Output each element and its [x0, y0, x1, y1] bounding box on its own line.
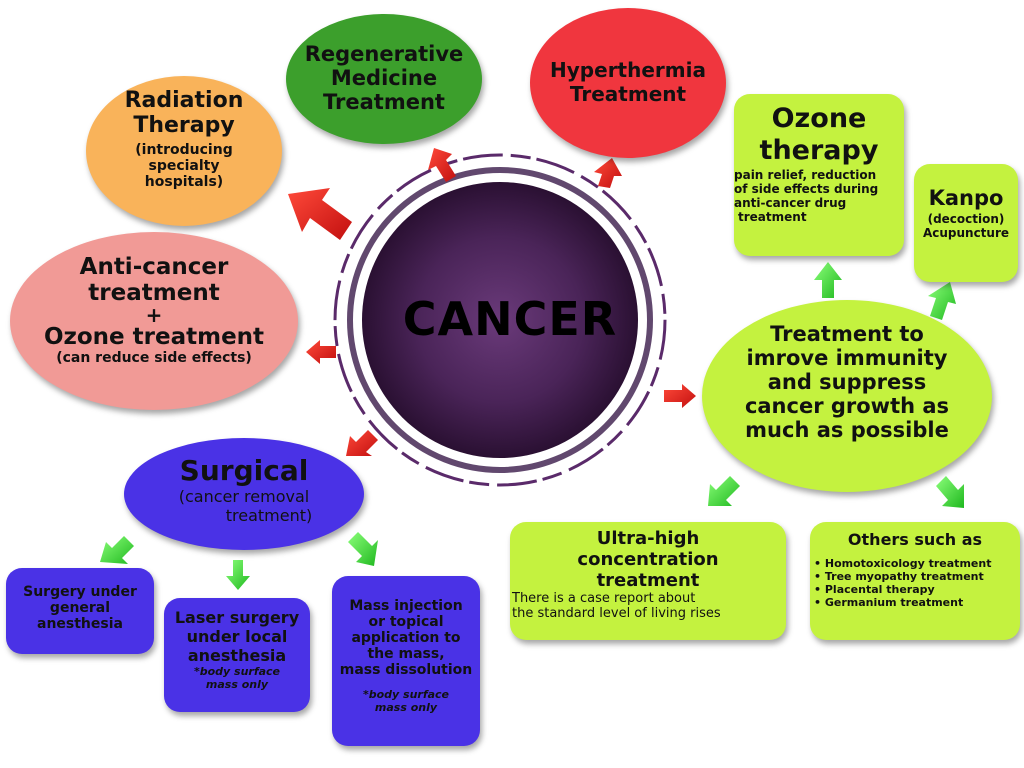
mass-injection-line4: the mass, [367, 646, 445, 662]
others-title: Others such as [847, 530, 983, 549]
immunity-line2: imrove immunity [746, 346, 948, 370]
mass-injection-note2: mass only [374, 701, 438, 714]
kanpo-title: Kanpo [928, 186, 1004, 210]
cancer-circle [333, 153, 667, 487]
immunity-line1: Treatment to [770, 322, 924, 346]
kanpo-sub-line2: Acupuncture [922, 226, 1010, 240]
arrow-to-ultra-high [708, 476, 740, 506]
regenerative-line1: Regenerative [304, 42, 464, 66]
laser-line3: anesthesia [187, 646, 287, 665]
ozone-sub-line3: anti-cancer drug [734, 196, 847, 210]
arrow-to-mass-injection [348, 532, 378, 566]
mass-injection-node: Mass injection or topical application to… [332, 576, 480, 746]
hyperthermia-node: Hyperthermia Treatment [530, 8, 726, 158]
surgery-general-line1: Surgery under [23, 584, 137, 600]
others-item: Tree myopathy treatment [814, 570, 1016, 583]
mass-injection-line1: Mass injection [349, 598, 463, 614]
immunity-line5: much as possible [745, 418, 949, 442]
others-item: Placental therapy [814, 583, 1016, 596]
kanpo-node: Kanpo (decoction) Acupuncture [914, 164, 1018, 282]
arrow-to-others [936, 476, 964, 508]
others-list: Homotoxicology treatment Tree myopathy t… [814, 557, 1016, 609]
arrow-to-immunity [664, 384, 696, 408]
laser-note2: mass only [205, 678, 269, 691]
others-item: Homotoxicology treatment [814, 557, 1016, 570]
hyperthermia-line1: Hyperthermia [550, 58, 706, 82]
surgery-general-line2: general [49, 600, 111, 616]
surgical-node: Surgical (cancer removal treatment) [124, 438, 364, 550]
ultra-high-line1: Ultra-high [596, 528, 700, 549]
laser-line2: under local [186, 627, 288, 646]
ozone-sub-line1: pain relief, reduction [734, 168, 877, 182]
arrow-to-laser [226, 560, 250, 590]
arrow-to-regenerative [428, 148, 456, 182]
arrow-to-kanpo [928, 282, 956, 320]
anticancer-sub: (can reduce side effects) [56, 350, 252, 366]
ozone-therapy-node: Ozone therapy pain relief, reduction of … [734, 94, 904, 256]
ultra-high-line3: treatment [596, 570, 700, 591]
anticancer-ozone-node: Anti-cancer treatment + Ozone treatment … [10, 232, 298, 410]
cancer-label: CANCER [402, 292, 618, 346]
surgical-sub-line1: (cancer removal [178, 487, 310, 506]
anticancer-line3: + [145, 303, 163, 327]
anticancer-line1: Anti-cancer [79, 254, 229, 280]
kanpo-sub-line1: (decoction) [927, 212, 1005, 226]
ozone-title-line1: Ozone [771, 103, 867, 134]
surgical-title: Surgical [179, 454, 309, 487]
anticancer-line2: treatment [88, 280, 220, 306]
radiation-title-line2: Therapy [133, 113, 235, 138]
arrow-to-anticancer [306, 340, 336, 364]
surgery-general-line3: anesthesia [37, 616, 123, 632]
laser-line1: Laser surgery [174, 608, 300, 627]
mass-injection-line3: application to [351, 630, 461, 646]
arrow-to-radiation [288, 188, 352, 240]
mass-injection-note1: *body surface [362, 688, 450, 701]
ultra-high-sub-line1: There is a case report about [512, 591, 696, 606]
mass-injection-line5: mass dissolution [339, 662, 473, 678]
immunity-line4: cancer growth as [744, 394, 950, 418]
ozone-title-line2: therapy [759, 135, 879, 166]
mass-injection-line2: or topical [368, 614, 444, 630]
ozone-sub-line2: of side effects during [734, 182, 879, 196]
arrow-to-surgical [346, 430, 378, 456]
laser-note1: *body surface [193, 665, 281, 678]
regenerative-line3: Treatment [323, 90, 445, 114]
others-node: Others such as Homotoxicology treatment … [810, 522, 1020, 640]
immunity-line3: and suppress [767, 370, 927, 394]
regenerative-medicine-node: Regenerative Medicine Treatment [286, 14, 482, 144]
ozone-sub-line4: treatment [738, 210, 807, 224]
radiation-sub-line2: specialty [148, 158, 220, 174]
radiation-sub-line1: (introducing [135, 142, 233, 158]
arrow-to-hyperthermia [594, 158, 622, 188]
ultra-high-sub-line2: the standard level of living rises [512, 606, 721, 621]
surgery-general-node: Surgery under general anesthesia [6, 568, 154, 654]
surgical-sub-line2: treatment) [225, 506, 313, 525]
radiation-sub-line3: hospitals) [144, 174, 224, 190]
laser-surgery-node: Laser surgery under local anesthesia *bo… [164, 598, 310, 712]
hyperthermia-line2: Treatment [569, 82, 687, 106]
regenerative-line2: Medicine [330, 66, 438, 90]
radiation-title-line1: Radiation [124, 88, 244, 113]
radiation-therapy-node: Radiation Therapy (introducing specialty… [86, 76, 282, 226]
immunity-treatment-node: Treatment to imrove immunity and suppres… [702, 300, 992, 492]
arrow-to-ozone-therapy [814, 262, 842, 298]
anticancer-line4: Ozone treatment [43, 324, 265, 350]
ultra-high-concentration-node: Ultra-high concentration treatment There… [510, 522, 786, 640]
ultra-high-line2: concentration [577, 549, 719, 570]
others-item: Germanium treatment [814, 596, 1016, 609]
arrow-to-surgery-general [100, 536, 134, 564]
